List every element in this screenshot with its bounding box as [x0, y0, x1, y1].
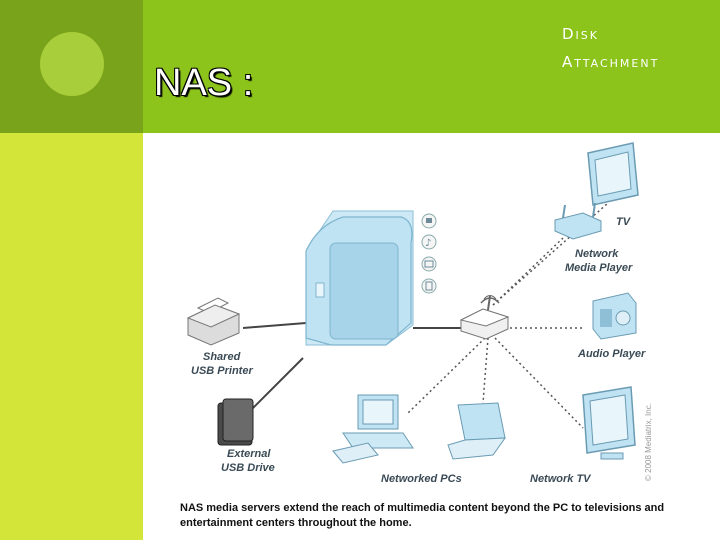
nas-printer-line — [242, 322, 307, 329]
slide-title: NAS : — [154, 62, 254, 104]
left-panel-bottom — [0, 133, 143, 540]
media-type-icons: ♪ — [421, 213, 437, 294]
router-laptop-line — [482, 337, 489, 404]
network-tv-icon — [582, 386, 636, 460]
external-drive-label-1: External — [227, 448, 271, 460]
copyright-watermark: © 2008 Mediatrix, Inc. — [644, 403, 653, 481]
slide-subtitle: Disk Attachment — [562, 20, 659, 76]
decorative-circle — [40, 32, 104, 96]
network-tv-label: Network TV — [530, 473, 592, 485]
desktop-pc-icon — [332, 394, 414, 464]
subtitle-line-2: Attachment — [562, 53, 660, 71]
router-network-tv-line — [494, 337, 584, 429]
shared-printer-label-1: Shared — [203, 351, 241, 363]
tv-label: TV — [616, 216, 632, 228]
networked-pcs-label: Networked PCs — [381, 473, 462, 485]
nas-diagram: ♪ Shared USB Printer External USB Drive — [186, 142, 653, 485]
router-icon — [459, 295, 510, 340]
shared-printer-label-2: USB Printer — [191, 365, 253, 377]
external-drive-icon — [217, 398, 254, 446]
connection-lines — [242, 202, 609, 429]
laptop-icon — [447, 402, 507, 460]
document-icon — [421, 278, 437, 294]
network-media-player-label-2: Media Player — [565, 262, 633, 274]
header-band — [143, 0, 720, 133]
tv-icon — [587, 142, 639, 206]
audio-player-icon — [592, 292, 637, 340]
network-media-player-icon — [554, 202, 602, 240]
audio-player-label: Audio Player — [577, 348, 646, 360]
diagram-caption: NAS media servers extend the reach of mu… — [180, 502, 665, 529]
music-note-icon — [421, 234, 437, 250]
printer-icon — [186, 297, 241, 346]
router-media-player-line — [492, 237, 564, 306]
subtitle-line-1: Disk — [562, 25, 599, 43]
nas-drive-line — [252, 357, 304, 409]
external-drive-label-2: USB Drive — [221, 462, 275, 474]
router-pc-line — [407, 337, 486, 414]
image-icon — [421, 256, 437, 272]
network-media-player-label-1: Network — [575, 248, 619, 260]
nas-server-icon — [305, 210, 414, 346]
router-tv-line — [492, 202, 609, 306]
svg-text:♪: ♪ — [425, 238, 431, 249]
